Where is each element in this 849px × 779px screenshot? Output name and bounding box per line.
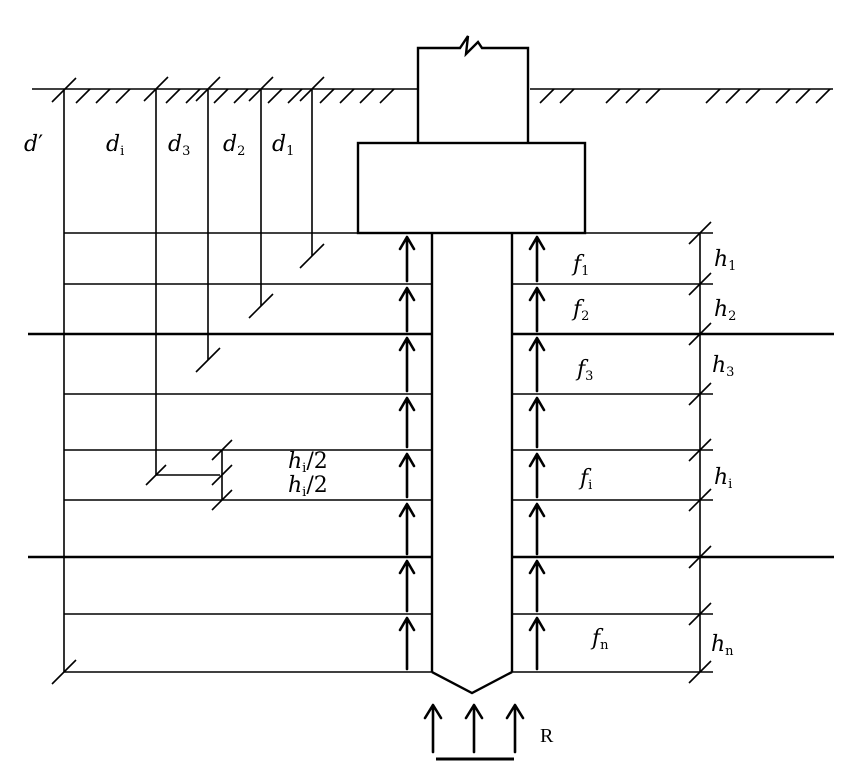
friction-arrow-left-5 xyxy=(398,452,416,499)
column-stub xyxy=(416,35,530,142)
ground-hatch-mark xyxy=(775,88,791,104)
label-h-1: h1 xyxy=(714,247,736,274)
ground-hatch-mark xyxy=(359,88,375,104)
label-f-n: fn xyxy=(590,626,609,653)
friction-arrow-right-2 xyxy=(528,286,546,333)
label-R: R xyxy=(540,725,554,747)
label-f-i: fi xyxy=(578,466,592,493)
friction-arrow-left-6 xyxy=(398,502,416,556)
friction-arrow-left-2 xyxy=(398,286,416,333)
label-h-n: hn xyxy=(711,632,734,659)
pile-cap xyxy=(356,141,587,235)
thickness-dimensions xyxy=(688,221,712,684)
ground-hatch-mark xyxy=(319,88,335,104)
label-d-1: d1 xyxy=(272,132,294,159)
ground-hatch-mark xyxy=(165,88,181,104)
friction-arrow-right-4 xyxy=(528,396,546,449)
ground-hatch-mark xyxy=(115,88,131,104)
friction-arrow-left-4 xyxy=(398,396,416,449)
ground-hatch-mark xyxy=(559,88,575,104)
friction-arrow-right-3 xyxy=(528,336,546,393)
ground-hatch-mark xyxy=(539,88,555,104)
ground-hatch-mark xyxy=(287,88,303,104)
ground-hatch-mark xyxy=(745,88,761,104)
ground-hatch-mark xyxy=(267,88,283,104)
label-f-1: f1 xyxy=(571,252,589,279)
ground-hatch-mark xyxy=(379,88,395,104)
ground-hatch-mark xyxy=(605,88,621,104)
ground-hatch-mark xyxy=(95,88,111,104)
friction-arrow-left-8 xyxy=(398,616,416,671)
labels: d′ di d3 d2 d1 f1 f2 f3 fi fn h1 h2 h3 h… xyxy=(24,132,736,747)
base-arrow-right xyxy=(505,703,525,754)
ground-hatch-mark xyxy=(725,88,741,104)
label-h-3: h3 xyxy=(712,353,734,380)
friction-arrows xyxy=(398,235,546,671)
label-d-2: d2 xyxy=(223,132,245,159)
ground-hatch-mark xyxy=(75,88,91,104)
ground-hatch-mark xyxy=(705,88,721,104)
ground-hatch-mark xyxy=(815,88,831,104)
ground-hatch-mark xyxy=(625,88,641,104)
label-h-i: hi xyxy=(714,465,732,492)
ground-hatch-mark xyxy=(233,88,249,104)
ground-hatch-mark xyxy=(213,88,229,104)
ground-hatch-mark xyxy=(645,88,661,104)
ground-hatch-mark xyxy=(795,88,811,104)
label-f-3: f3 xyxy=(575,357,593,384)
pile-shaft xyxy=(430,233,514,695)
base-arrow-left xyxy=(423,703,443,754)
base-resistance xyxy=(423,703,525,761)
friction-arrow-right-1 xyxy=(528,235,546,283)
label-d-3: d3 xyxy=(168,132,190,159)
ground-hatching xyxy=(75,88,831,104)
friction-arrow-left-1 xyxy=(398,235,416,283)
ground-surface xyxy=(32,88,833,104)
friction-arrow-right-7 xyxy=(528,559,546,613)
label-half-hi-top: hi/2 xyxy=(288,449,328,476)
ground-hatch-mark xyxy=(185,88,201,104)
label-d-i: di xyxy=(106,132,124,159)
label-half-hi-bottom: hi/2 xyxy=(288,473,328,500)
label-h-2: h2 xyxy=(714,297,736,324)
friction-arrow-right-8 xyxy=(528,616,546,671)
base-arrow-center xyxy=(464,703,484,754)
label-f-2: f2 xyxy=(571,297,589,324)
layer-lines xyxy=(28,232,834,673)
friction-arrow-right-5 xyxy=(528,452,546,499)
friction-arrow-right-6 xyxy=(528,502,546,556)
friction-arrow-left-3 xyxy=(398,336,416,393)
label-d-prime: d′ xyxy=(24,132,43,157)
depth-dimensions xyxy=(51,76,325,685)
ground-hatch-mark xyxy=(339,88,355,104)
friction-arrow-left-7 xyxy=(398,559,416,613)
